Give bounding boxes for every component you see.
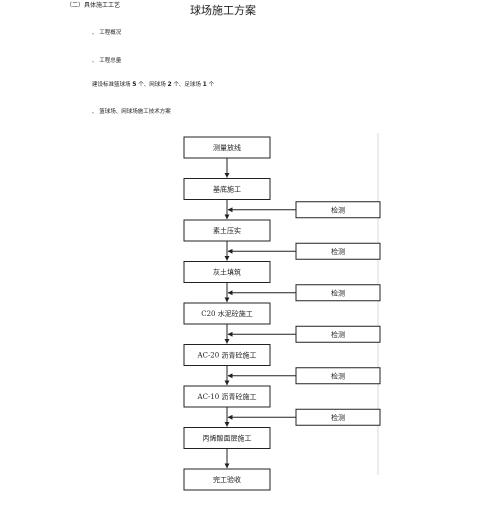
flow-step-label: 灰土填筑 xyxy=(213,268,241,277)
list-bullet: 、 xyxy=(92,30,98,36)
list-bullet: 、 xyxy=(92,58,98,64)
list-item-overview: 、 工程概况 xyxy=(92,28,121,36)
list-bullet: 、 xyxy=(92,109,98,115)
list-item-label: 篮球场、网球场施工技术方案 xyxy=(99,109,171,115)
flow-step-label: 测量放线 xyxy=(213,143,241,152)
stats-suffix: 个 xyxy=(208,82,215,88)
flow-step-label: AC-10 沥青砼施工 xyxy=(197,392,257,401)
check-label: 检测 xyxy=(331,205,345,214)
document-title: 球场施工方案 xyxy=(190,4,256,17)
flow-step-label: C20 水泥砼施工 xyxy=(201,309,253,318)
football-count: 1 xyxy=(202,81,207,88)
basketball-count: 5 xyxy=(132,81,137,88)
check-label: 检测 xyxy=(331,288,345,297)
flow-step-box xyxy=(183,468,271,491)
list-item-label: 工程总量 xyxy=(99,58,122,64)
stats-mid2: 个、足球场 xyxy=(173,82,201,88)
list-item-tech-plan: 、 篮球场、网球场施工技术方案 xyxy=(92,107,171,115)
flow-step-label: 素土压实 xyxy=(213,226,241,235)
flow-step-label: 丙烯酸面层施工 xyxy=(203,434,252,443)
check-label: 检测 xyxy=(331,247,345,256)
facility-counts: 建设标准篮球场 5 个、网球场 2 个、足球场 1 个 xyxy=(92,80,214,88)
stats-mid1: 个、网球场 xyxy=(138,82,166,88)
list-item-quantity: 、 工程总量 xyxy=(92,56,121,64)
check-label: 检测 xyxy=(331,413,345,422)
check-label: 检测 xyxy=(331,330,345,339)
stats-prefix: 建设标准篮球场 xyxy=(92,82,131,88)
flow-step-label: 基底施工 xyxy=(213,185,241,194)
check-label: 检测 xyxy=(331,371,345,380)
flow-step-label: 完工验收 xyxy=(213,475,241,484)
section-heading: （二）具体施工工艺 xyxy=(66,2,121,9)
tennis-count: 2 xyxy=(167,81,172,88)
list-item-label: 工程概况 xyxy=(99,30,122,36)
flow-step-label: AC-20 沥青砼施工 xyxy=(197,351,257,360)
